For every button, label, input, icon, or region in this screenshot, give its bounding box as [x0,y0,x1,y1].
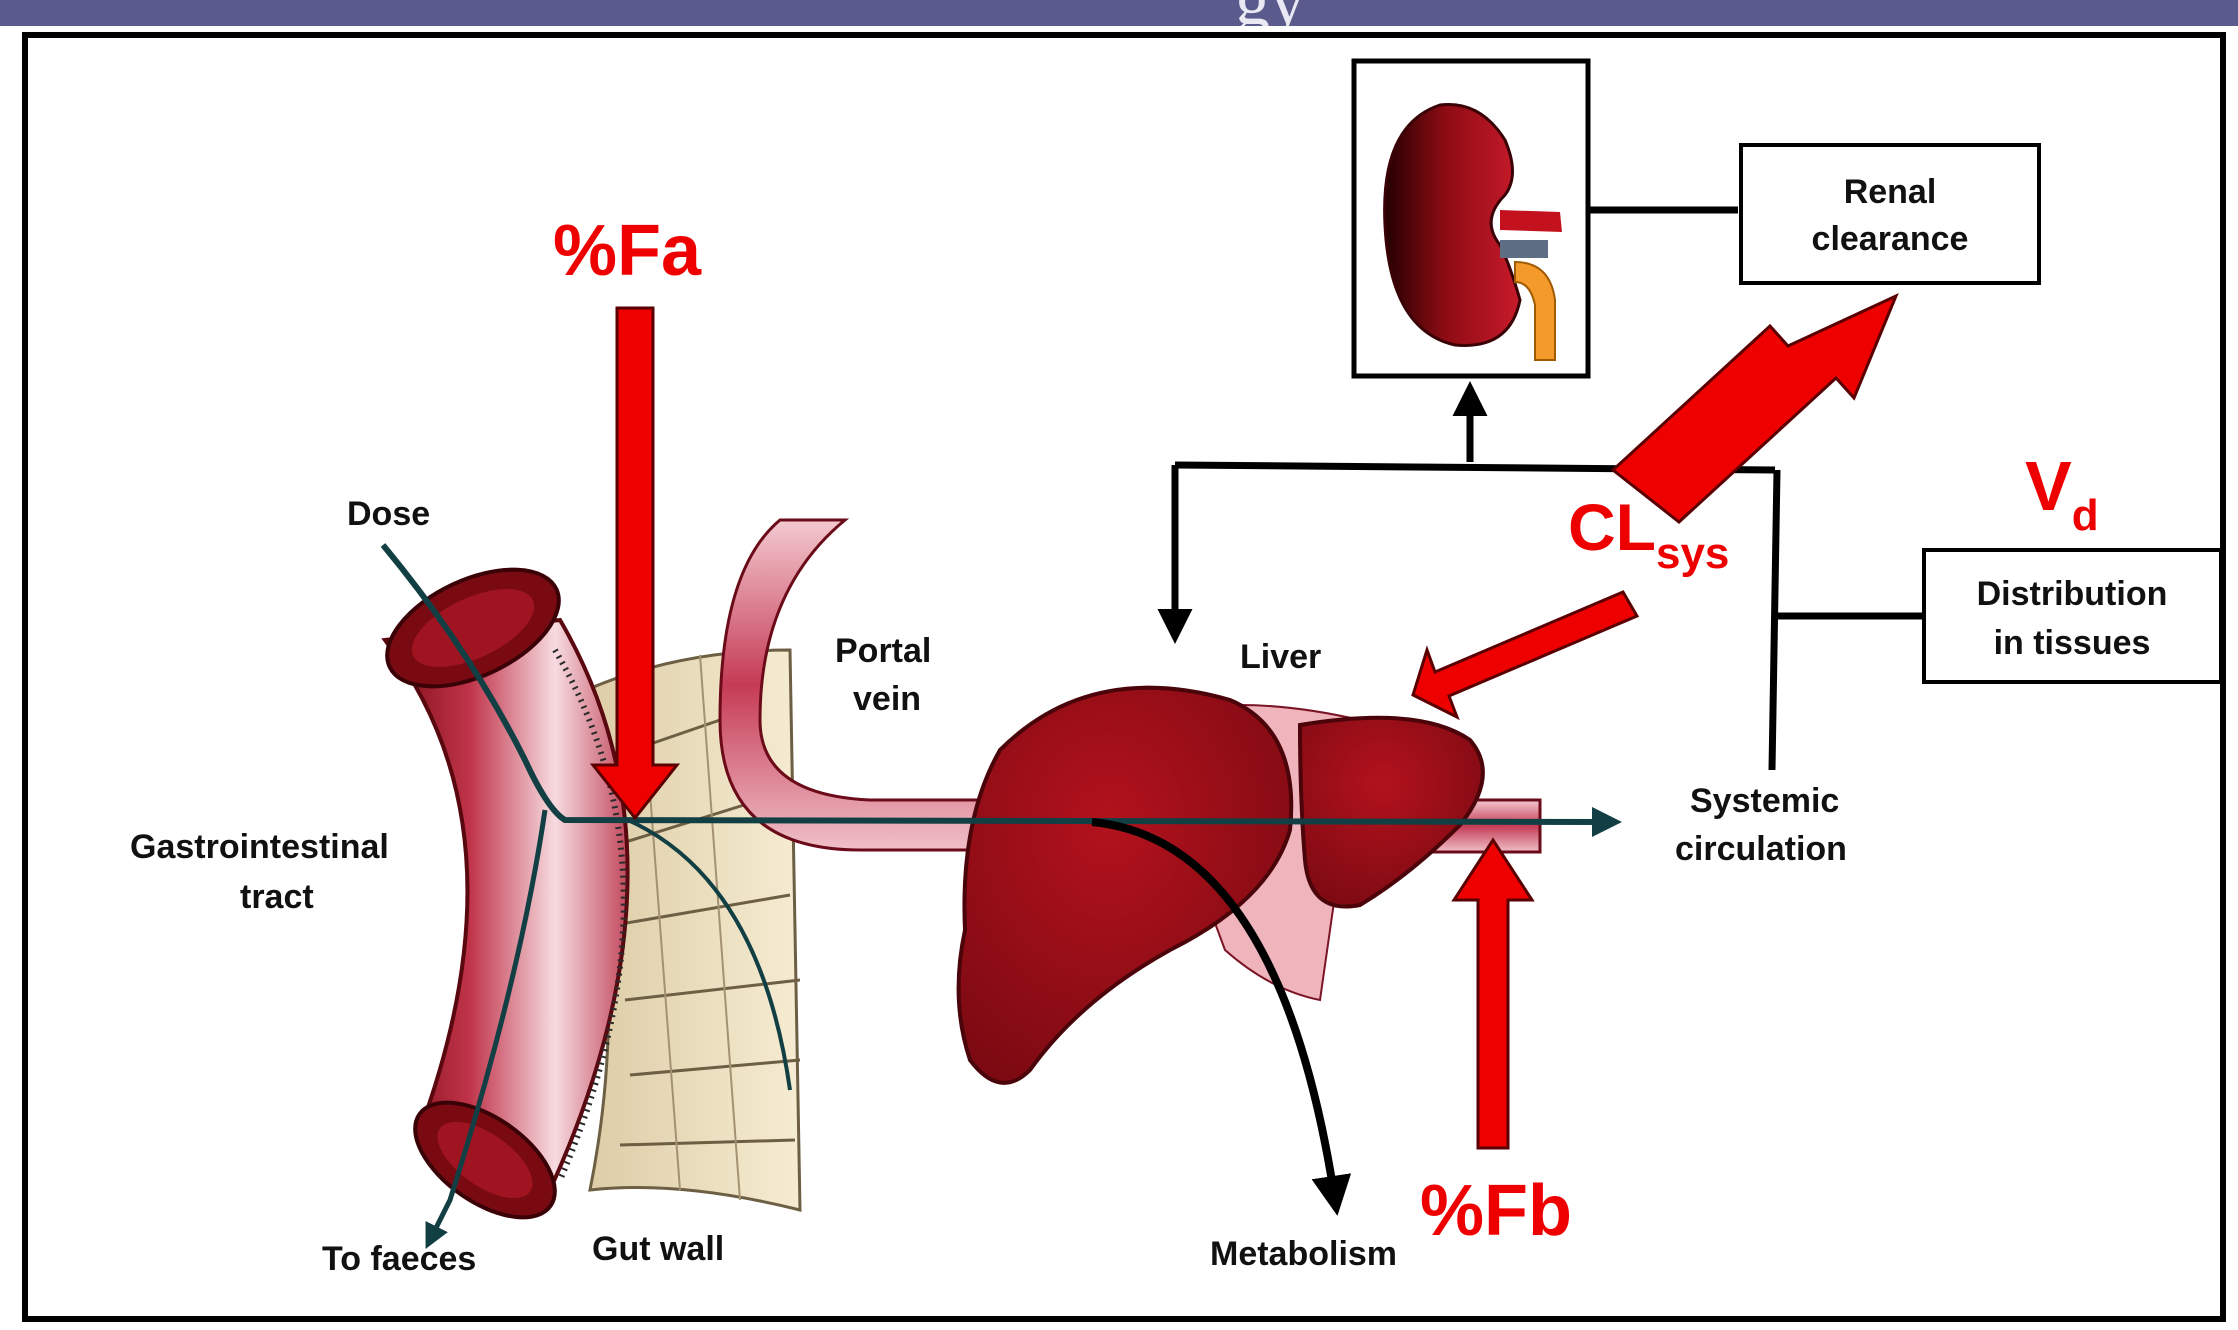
cl-main: CL [1568,490,1656,564]
gastrointestinal-tract-illustration [369,546,627,1241]
portal-vein-label-line2: vein [853,680,921,718]
to-faeces-label: To faeces [322,1240,476,1278]
vd-main: V [2025,447,2072,525]
fb-annotation: %Fb [1420,1171,1572,1251]
cl-sys-annotation: CLsys [1568,490,1729,578]
metabolism-label: Metabolism [1210,1235,1397,1273]
distribution-box [1924,550,2221,682]
dose-label: Dose [347,495,430,533]
distribution-label-line2: in tissues [1994,624,2151,662]
vd-annotation: Vd [2025,447,2099,540]
cl-subscript: sys [1656,529,1729,578]
portal-vein-label-line1: Portal [835,632,931,670]
liver-label: Liver [1240,638,1321,676]
systemic-circulation-label-line2: circulation [1675,830,1847,868]
renal-clearance-label-line1: Renal [1844,173,1937,211]
vd-subscript: d [2072,491,2099,540]
kidney-box [1354,61,1588,376]
renal-clearance-label-line2: clearance [1812,220,1969,258]
gi-tract-label-line2: tract [240,878,314,916]
renal-clearance-box [1741,145,2039,283]
fa-annotation: %Fa [553,211,702,291]
distribution-label-line1: Distribution [1977,575,2168,613]
systemic-circulation-label-line1: Systemic [1690,782,1839,820]
gi-tract-label-line1: Gastrointestinal [130,828,389,866]
gut-wall-label: Gut wall [592,1230,724,1268]
